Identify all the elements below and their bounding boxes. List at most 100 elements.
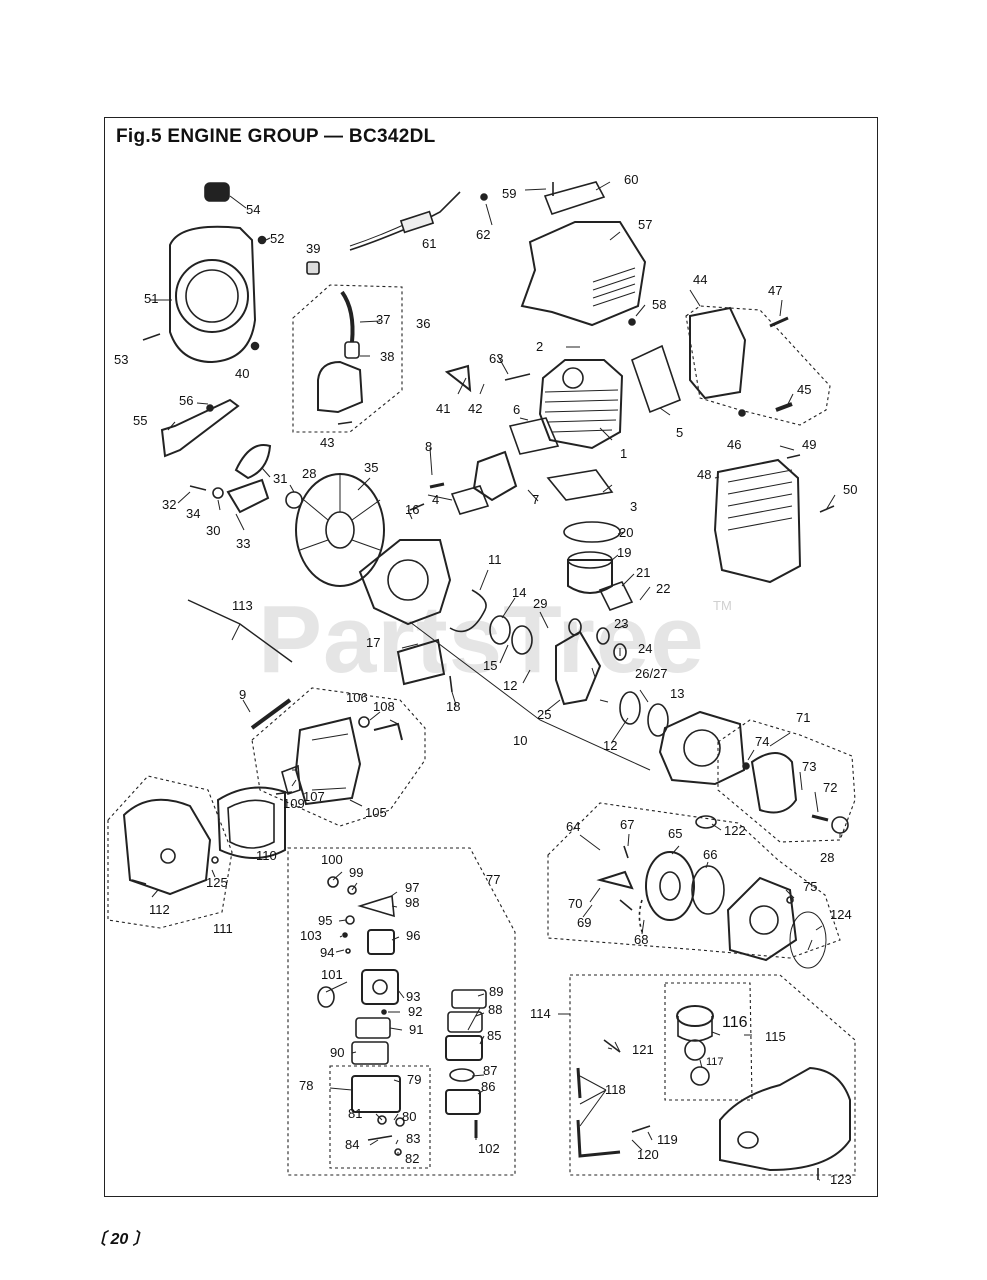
part-label: 39: [306, 241, 321, 256]
part-label: 63: [489, 351, 504, 366]
starter-handle-parts: [160, 398, 303, 514]
part-label: 90: [330, 1045, 345, 1060]
part-label: 70: [568, 896, 583, 911]
part-label: 118: [605, 1082, 626, 1097]
part-label: 43: [320, 435, 335, 450]
part-111-cover: [122, 798, 212, 896]
part-label: 106: [346, 690, 368, 705]
watermark-trademark: TM: [713, 598, 732, 613]
part-label: 37: [376, 312, 391, 327]
part-label: 121: [632, 1042, 654, 1057]
part-label: 58: [652, 297, 667, 312]
engine-core: [429, 344, 835, 611]
part-label: 71: [796, 710, 811, 725]
part-107-plate: [281, 764, 301, 796]
part-44-muffler-plate: [689, 306, 747, 400]
part-93-carb-body: [361, 969, 399, 1005]
part-label: 73: [802, 759, 817, 774]
part-116-filter: [676, 1005, 714, 1027]
part-label: 4: [432, 492, 440, 507]
part-11-clip: [449, 589, 487, 633]
part-label: 85: [487, 1028, 502, 1043]
part-25-crankshaft: [555, 630, 602, 706]
part-label: 30: [206, 523, 221, 538]
group-64-outline: [547, 802, 841, 959]
part-label: 114: [530, 1006, 551, 1021]
part-41-boot: [444, 364, 472, 393]
part-label: 119: [657, 1132, 678, 1147]
diagram-frame: [104, 117, 878, 1197]
part-label: 41: [436, 401, 451, 416]
part-label: 109: [283, 796, 305, 811]
part-114-fuel-tank: [719, 1066, 851, 1172]
part-37-tube: [340, 290, 355, 343]
part-label: 2: [536, 339, 544, 354]
part-label: 7: [532, 492, 540, 507]
part-label: 47: [768, 283, 783, 298]
part-20-ring: [563, 521, 621, 543]
part-71-drum: [750, 752, 798, 814]
part-66-spring: [691, 865, 725, 915]
part-label: 34: [186, 506, 201, 521]
part-label: 50: [843, 482, 858, 497]
figure-title: Fig.5 ENGINE GROUP — BC342DL: [116, 126, 436, 147]
carburetor-parts: [317, 876, 487, 1156]
part-label: 28: [820, 850, 835, 865]
fuel-tank-parts: [576, 1005, 851, 1180]
part-label: 117: [706, 1056, 724, 1068]
part-65-pulley: [645, 851, 695, 921]
part-label: 102: [478, 1141, 500, 1156]
crankcase-flywheel: [187, 473, 746, 786]
part-label: 38: [380, 349, 395, 364]
part-63-plug: [504, 373, 531, 381]
part-7-intake: [472, 450, 518, 502]
part-57-cover: [520, 221, 647, 327]
part-label: 51: [144, 291, 159, 306]
part-group-outlines: [107, 284, 856, 1176]
part-label: 100: [321, 852, 343, 867]
part-label: 66: [703, 847, 718, 862]
part-label: 59: [502, 186, 517, 201]
part-label: 16: [405, 502, 420, 517]
part-label: 61: [422, 236, 437, 251]
part-label: 53: [114, 352, 129, 367]
part-label: 105: [365, 805, 387, 820]
part-label: 19: [617, 545, 632, 560]
part-label: 18: [446, 699, 461, 714]
group-105-outline: [251, 687, 426, 827]
part-label: 74: [755, 734, 770, 749]
part-label: 33: [236, 536, 251, 551]
group-36-outline: [292, 284, 403, 433]
part-label: 108: [373, 699, 395, 714]
part-10-crankcase: [358, 539, 452, 626]
part-48-muffler: [713, 458, 802, 584]
part-label: 99: [349, 865, 364, 880]
part-label: 122: [724, 823, 746, 838]
part-label: 113: [232, 598, 253, 613]
group-115-outline: [664, 982, 753, 1101]
part-label: 93: [406, 989, 421, 1004]
part-6-gasket: [508, 417, 560, 455]
part-label: 46: [727, 437, 742, 452]
part-30-pawl: [234, 444, 272, 480]
part-label: 10: [513, 733, 528, 748]
part-label: 89: [489, 984, 504, 999]
part-label: 12: [603, 738, 618, 753]
part-label: 112: [149, 902, 170, 917]
part-label: 62: [476, 227, 491, 242]
part-label: 23: [614, 616, 629, 631]
part-label: 92: [408, 1004, 423, 1019]
group-78-outline: [329, 1065, 431, 1169]
part-label: 6: [513, 402, 521, 417]
part-110-filter: [216, 786, 286, 859]
part-39-nut: [306, 261, 320, 275]
part-label: 12: [503, 678, 518, 693]
part-label: 65: [668, 826, 683, 841]
part-label: 40: [235, 366, 250, 381]
part-60-bracket: [543, 181, 606, 215]
part-1-cylinder: [538, 359, 624, 450]
part-5-gasket: [631, 344, 681, 414]
page-number: 〔 20 〕: [90, 1231, 149, 1248]
part-label: 11: [488, 552, 502, 567]
